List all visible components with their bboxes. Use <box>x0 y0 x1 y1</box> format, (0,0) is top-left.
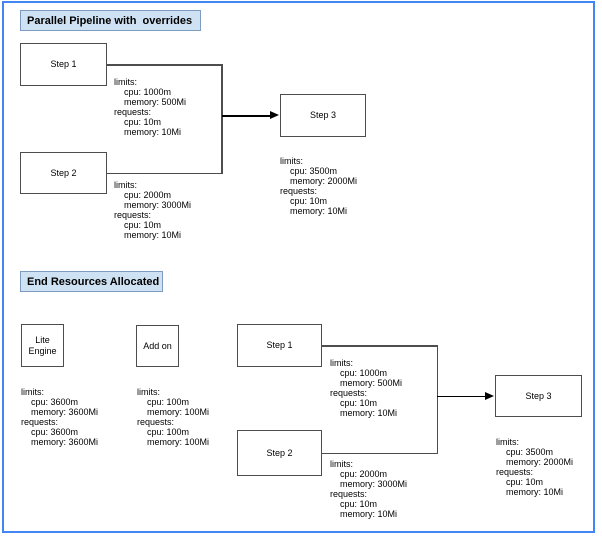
section-title-parallel-pipeline: Parallel Pipeline with overrides <box>20 10 201 31</box>
resource-line: memory: 3000Mi <box>330 479 408 489</box>
resource-line: limits: <box>330 358 353 368</box>
node-lite-engine: Lite Engine <box>21 324 64 367</box>
resource-line: memory: 10Mi <box>280 206 348 216</box>
node-add-on: Add on <box>136 325 179 367</box>
resource-line: limits: <box>280 156 303 166</box>
node-label: Step 1 <box>50 59 77 69</box>
resource-line: cpu: 2000m <box>114 190 172 200</box>
connector-step1-to-junction <box>106 64 222 66</box>
resource-line: cpu: 10m <box>330 499 378 509</box>
node-step-1-end: Step 1 <box>237 324 322 367</box>
resource-line: limits: <box>496 437 519 447</box>
node-step-1-parallel: Step 1 <box>20 43 107 86</box>
junction-vertical-line <box>221 64 223 174</box>
resource-line: memory: 10Mi <box>114 127 182 137</box>
arrowhead-icon <box>485 391 494 400</box>
connector-step1-end-to-junction <box>321 345 438 347</box>
resource-line: memory: 2000Mi <box>496 457 574 467</box>
resource-line: memory: 100Mi <box>137 407 210 417</box>
arrowhead-icon <box>270 111 279 120</box>
resource-line: memory: 500Mi <box>330 378 403 388</box>
resource-line: requests: <box>330 388 368 398</box>
resource-line: memory: 3600Mi <box>21 437 99 447</box>
section-title-end-resources: End Resources Allocated <box>20 271 163 292</box>
resource-line: memory: 10Mi <box>114 230 182 240</box>
arrow-to-step3 <box>222 115 271 117</box>
resource-line: memory: 10Mi <box>330 509 398 519</box>
resource-line: memory: 3600Mi <box>21 407 99 417</box>
resource-line: memory: 2000Mi <box>280 176 358 186</box>
resource-line: requests: <box>496 467 534 477</box>
resource-line: memory: 10Mi <box>496 487 564 497</box>
connector-step2-end-to-junction <box>321 452 438 454</box>
resource-line: cpu: 3500m <box>280 166 338 176</box>
resource-line: memory: 100Mi <box>137 437 210 447</box>
resource-line: cpu: 1000m <box>330 368 388 378</box>
node-label: Add on <box>143 340 172 351</box>
resource-line: cpu: 100m <box>137 397 190 407</box>
resource-line: memory: 3000Mi <box>114 200 192 210</box>
resource-line: requests: <box>114 210 152 220</box>
resource-line: requests: <box>137 417 175 427</box>
resource-line: limits: <box>21 387 44 397</box>
resource-line: requests: <box>280 186 318 196</box>
resource-line: cpu: 10m <box>330 398 378 408</box>
resource-line: requests: <box>114 107 152 117</box>
node-label: Step 3 <box>525 390 552 401</box>
node-step-3-end: Step 3 <box>495 375 582 417</box>
resource-line: cpu: 3500m <box>496 447 554 457</box>
resource-line: memory: 10Mi <box>330 408 398 418</box>
resource-line: limits: <box>330 459 353 469</box>
resource-line: cpu: 100m <box>137 427 190 437</box>
resource-line: limits: <box>114 180 137 190</box>
resource-line: cpu: 3600m <box>21 397 79 407</box>
node-label: Step 2 <box>50 167 77 178</box>
node-label: Step 1 <box>266 340 293 350</box>
node-label: Step 3 <box>309 110 337 120</box>
resource-line: memory: 500Mi <box>114 97 187 107</box>
resource-line: cpu: 3600m <box>21 427 79 437</box>
resource-line: requests: <box>21 417 59 427</box>
node-step-3-parallel: Step 3 <box>280 94 366 137</box>
resource-line: cpu: 10m <box>496 477 544 487</box>
node-label: Step 2 <box>266 447 293 458</box>
resource-line: limits: <box>137 387 160 397</box>
node-label: Lite Engine <box>28 334 57 356</box>
resource-line: requests: <box>330 489 368 499</box>
connector-step2-to-junction <box>106 172 222 174</box>
resource-line: cpu: 10m <box>114 117 162 127</box>
arrow-to-step3-end <box>437 395 486 397</box>
resource-line: cpu: 10m <box>114 220 162 230</box>
node-step-2-parallel: Step 2 <box>20 152 107 194</box>
node-step-2-end: Step 2 <box>237 430 322 476</box>
resource-line: cpu: 1000m <box>114 87 172 97</box>
junction-vertical-line-end <box>436 345 438 454</box>
resource-line: limits: <box>114 77 137 87</box>
resource-line: cpu: 10m <box>280 196 328 206</box>
resource-line: cpu: 2000m <box>330 469 388 479</box>
